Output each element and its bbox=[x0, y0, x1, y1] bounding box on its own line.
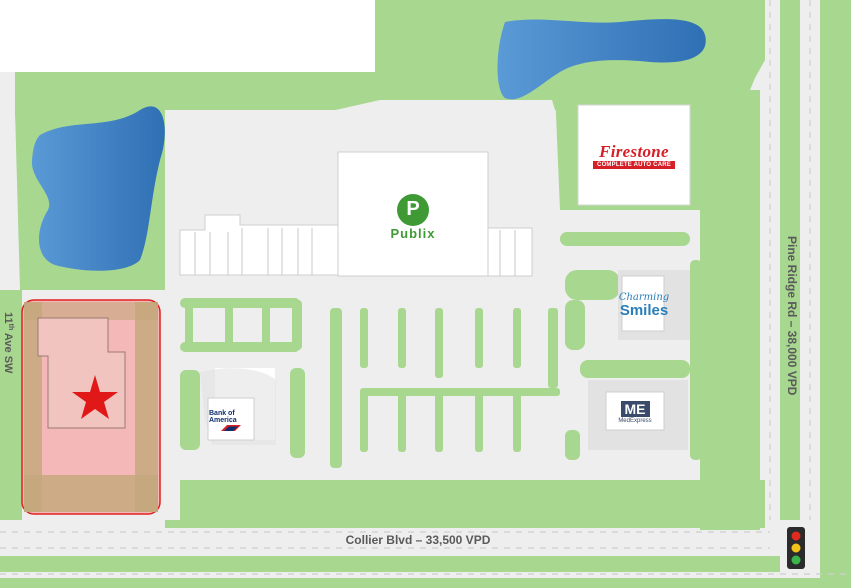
charming-smiles-bottom: Smiles bbox=[619, 302, 669, 319]
publix-logo: P Publix bbox=[375, 188, 451, 246]
firestone-logo: Firestone COMPLETE AUTO CARE bbox=[582, 140, 686, 172]
inline-shops-east bbox=[486, 227, 533, 277]
medexpress-logo: ME MedExpress bbox=[607, 396, 663, 428]
lane-markings bbox=[0, 0, 851, 575]
subject-buffer-south bbox=[24, 475, 158, 512]
grass-east-edge bbox=[815, 0, 851, 588]
pond-west bbox=[31, 106, 165, 271]
subject-buffer-north bbox=[24, 302, 158, 320]
medexpress-name: MedExpress bbox=[618, 417, 652, 424]
road-label-west-suffix: th bbox=[7, 324, 14, 331]
grass-west-strip bbox=[0, 290, 22, 520]
medexpress-mark: ME bbox=[620, 400, 650, 417]
road-label-west: 11th Ave SW bbox=[2, 312, 14, 374]
bank-of-america-name: Bank of America bbox=[209, 410, 237, 424]
boa-building bbox=[207, 397, 255, 441]
pond-north bbox=[497, 19, 706, 100]
road-label-west-prefix: 11 bbox=[2, 312, 14, 324]
subject-buffer-east bbox=[135, 302, 158, 512]
firestone-tagline: COMPLETE AUTO CARE bbox=[593, 161, 675, 169]
parking-center bbox=[330, 300, 560, 470]
charming-smiles-logo: Charming Smiles bbox=[619, 290, 669, 320]
grass-south-median bbox=[0, 556, 780, 572]
access-road-west bbox=[165, 170, 180, 520]
publix-emblem: P bbox=[397, 193, 429, 226]
traffic-light-icon bbox=[787, 527, 805, 569]
smiles-building bbox=[621, 275, 665, 332]
inline-shops-west bbox=[179, 214, 341, 276]
parking-islands bbox=[180, 232, 702, 468]
blank-parcel bbox=[0, 0, 375, 72]
publix-letter: P bbox=[406, 198, 420, 220]
charming-smiles-top: Charming bbox=[618, 292, 670, 303]
grass-south-strip bbox=[165, 480, 765, 528]
publix-name: Publix bbox=[390, 225, 436, 241]
bank-of-america-logo: Bank of America bbox=[209, 410, 253, 432]
shop-dividers bbox=[194, 228, 313, 275]
road-label-south: Collier Blvd – 33,500 VPD bbox=[346, 533, 491, 547]
road-label-east: Pine Ridge Rd – 38,000 VPD bbox=[785, 236, 799, 396]
star-icon bbox=[72, 375, 118, 419]
firestone-name: Firestone bbox=[599, 142, 669, 161]
bank-of-america-flag-icon bbox=[221, 425, 241, 431]
grass-south-edge bbox=[0, 578, 851, 588]
medexpress-mark-text: ME bbox=[624, 400, 646, 417]
grass-median bbox=[780, 0, 800, 520]
road-label-west-rest: Ave SW bbox=[2, 330, 14, 374]
